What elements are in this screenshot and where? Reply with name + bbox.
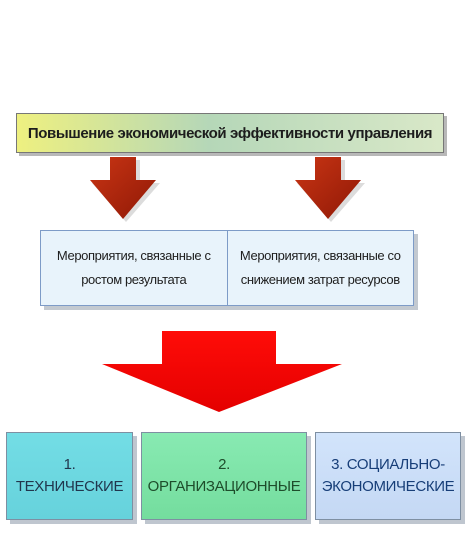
right-down-arrow-icon xyxy=(295,157,365,222)
main-down-arrow-icon xyxy=(102,331,342,412)
top-title-banner: Повышение экономической эффективности уп… xyxy=(16,113,444,153)
socioeconomic-direction-box: 3. СОЦИАЛЬНО- ЭКОНОМИЧЕСКИЕ xyxy=(315,432,461,520)
cost-reduction-measures: Мероприятия, связанные со снижением затр… xyxy=(226,231,414,305)
left-down-arrow-icon xyxy=(90,157,160,222)
result-growth-measures: Мероприятия, связанные с ростом результа… xyxy=(56,247,211,287)
organizational-direction-box: 2. ОРГАНИЗАЦИОННЫЕ xyxy=(141,432,307,520)
technical-direction-box: 1. ТЕХНИЧЕСКИЕ xyxy=(6,432,133,520)
measures-box: Мероприятия, связанные с ростом результа… xyxy=(40,230,414,306)
